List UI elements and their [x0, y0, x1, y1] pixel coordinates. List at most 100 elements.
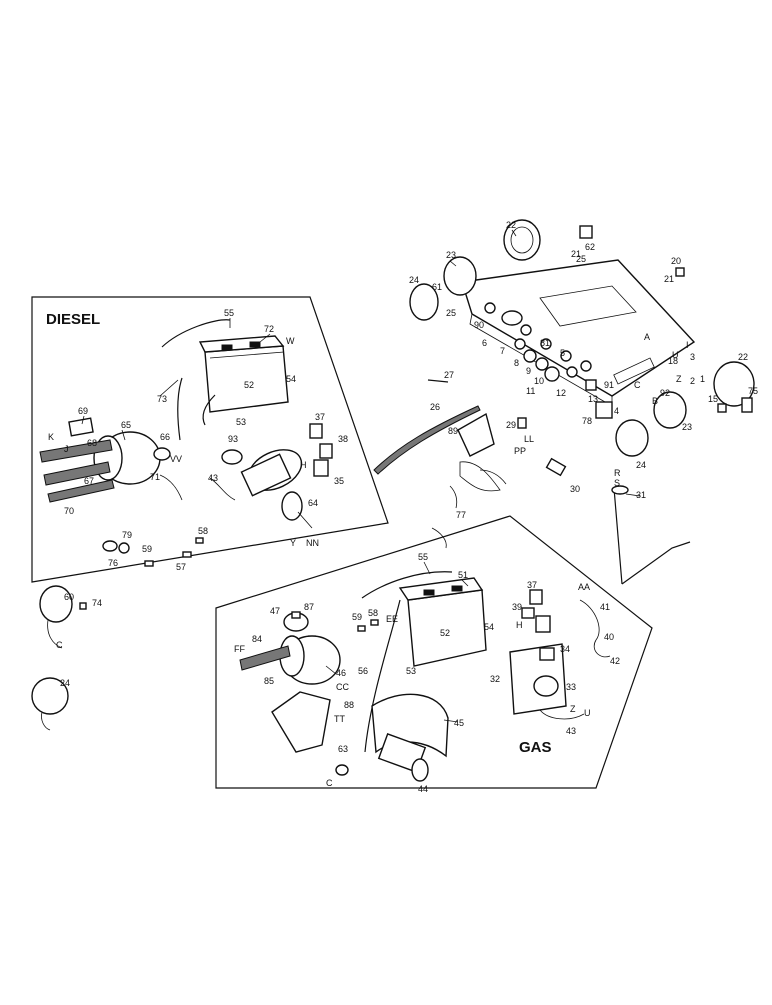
callout-84: 84: [252, 634, 262, 644]
callout-52-gas: 52: [440, 628, 450, 638]
part-20: [675, 267, 685, 277]
callout-90: 90: [474, 320, 484, 330]
callout-37: 37: [315, 412, 325, 422]
callout-60: 60: [64, 592, 74, 602]
callout-8: 8: [514, 358, 519, 368]
callout-24-lower: 24: [636, 460, 646, 470]
callout-24-bottom-left: 24: [60, 678, 70, 688]
lamp-24-left: [409, 283, 439, 321]
lamp-23-right: [653, 391, 687, 429]
callout-63: 63: [338, 744, 348, 754]
callout-27: 27: [444, 370, 454, 380]
callout-55-gas: 55: [418, 552, 428, 562]
part-57: [182, 551, 192, 558]
callout-55: 55: [224, 308, 234, 318]
lamp-22-right: [713, 361, 755, 407]
callout-15: 15: [708, 394, 718, 404]
letter-j: J: [64, 444, 69, 454]
callout-64: 64: [308, 498, 318, 508]
callout-18: 18: [668, 356, 678, 366]
callout-87: 87: [304, 602, 314, 612]
letter-ll: LL: [524, 434, 534, 444]
plate-4: [595, 401, 613, 419]
letter-h-diesel: H: [300, 460, 307, 470]
callout-58-gas: 58: [368, 608, 378, 618]
letter-tt: TT: [334, 714, 345, 724]
letter-i: I: [686, 340, 689, 350]
callout-43: 43: [208, 473, 218, 483]
part-34: [539, 647, 555, 661]
callout-53: 53: [236, 417, 246, 427]
lamp-22-top: [503, 219, 541, 261]
callout-67: 67: [84, 476, 94, 486]
callout-44: 44: [418, 784, 428, 794]
callout-79: 79: [122, 530, 132, 540]
leader-lines: [81, 229, 641, 723]
callout-3: 3: [690, 352, 695, 362]
callout-70: 70: [64, 506, 74, 516]
callout-81: 81: [540, 338, 550, 348]
callout-37-gas: 37: [527, 580, 537, 590]
callout-89: 89: [448, 426, 458, 436]
callout-4: 4: [614, 406, 619, 416]
callout-9: 9: [526, 366, 531, 376]
alternator-gas: [239, 612, 341, 685]
callout-54: 54: [286, 374, 296, 384]
callout-13: 13: [588, 394, 598, 404]
lamp-24-lower: [615, 419, 649, 457]
battery-gas: [398, 577, 487, 667]
callout-20: 20: [671, 256, 681, 266]
callout-29: 29: [506, 420, 516, 430]
relay-35: [313, 459, 329, 477]
callout-labels: 55 72 52 54 53 73 69 65 68 66 93 37 38 3…: [48, 220, 758, 794]
part-90: [501, 310, 523, 326]
callout-42: 42: [610, 656, 620, 666]
part-62: [579, 225, 593, 239]
callout-93: 93: [228, 434, 238, 444]
lamp-23-top: [443, 256, 477, 296]
callout-32: 32: [490, 674, 500, 684]
letter-a: A: [644, 332, 650, 342]
callout-c: C: [634, 380, 641, 390]
callout-23-top: 23: [446, 250, 456, 260]
callout-65: 65: [121, 420, 131, 430]
callout-69: 69: [78, 406, 88, 416]
callout-22-right: 22: [738, 352, 748, 362]
part-76: [102, 540, 118, 552]
callout-75: 75: [748, 386, 758, 396]
callout-6: 6: [482, 338, 487, 348]
letter-z-gas: Z: [570, 704, 576, 714]
callout-58: 58: [198, 526, 208, 536]
callout-43-gas: 43: [566, 726, 576, 736]
callout-45: 45: [454, 718, 464, 728]
relay-37-gas: [529, 589, 543, 605]
alternator-diesel: [39, 417, 183, 503]
letter-ff: FF: [234, 644, 245, 654]
gas-panel: GAS: [215, 515, 653, 789]
callout-54-gas: 54: [484, 622, 494, 632]
letter-u-top: U: [672, 350, 679, 360]
callout-5: 5: [560, 348, 565, 358]
letter-s: S: [614, 478, 620, 488]
callout-24-left: 24: [409, 275, 419, 285]
letter-h-gas: H: [516, 620, 523, 630]
letter-vv: VV: [170, 454, 182, 464]
bracket-88: [271, 691, 331, 753]
callout-56: 56: [358, 666, 368, 676]
part-87: [291, 611, 301, 619]
callout-7: 7: [500, 346, 505, 356]
dash-panel-assembly: [409, 219, 755, 457]
letter-r: R: [614, 468, 621, 478]
callout-22-top: 22: [506, 220, 516, 230]
diesel-panel: DIESEL: [31, 296, 389, 583]
callout-33: 33: [566, 682, 576, 692]
callout-59: 59: [142, 544, 152, 554]
callout-76: 76: [108, 558, 118, 568]
callout-59-gas: 59: [352, 612, 362, 622]
callout-72: 72: [264, 324, 274, 334]
callout-62: 62: [585, 242, 595, 252]
part-74: [79, 602, 87, 610]
relay-38: [319, 443, 333, 459]
letter-y: Y: [290, 538, 296, 548]
